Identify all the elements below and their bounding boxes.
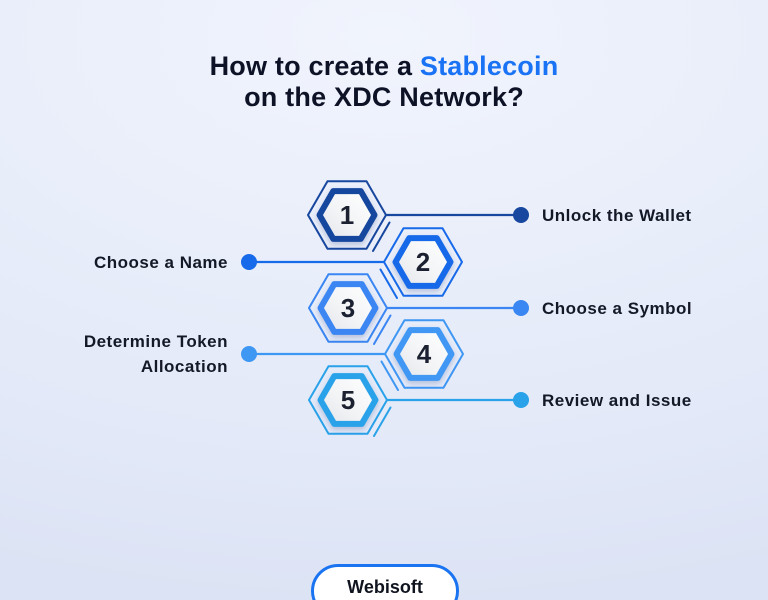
step-2-hexagon-body [392, 235, 454, 289]
step-5-hexagon: 5 [308, 365, 529, 437]
step-4-number: 4 [417, 339, 432, 369]
step-4-hexagon: 4 [241, 319, 464, 391]
step-5-dot [513, 392, 529, 408]
webisoft-brand-label: Webisoft [347, 577, 423, 597]
title-line2: on the XDC Network? [244, 82, 524, 112]
page-title: How to create a Stablecoin on the XDC Ne… [0, 51, 768, 113]
title-line1-prefix: How to create a [209, 51, 420, 81]
step-5-number: 5 [341, 385, 355, 415]
step-2-number: 2 [416, 247, 430, 277]
step-2-hexagon: 2 [241, 227, 463, 299]
title-line1-accent: Stablecoin [419, 51, 559, 81]
step-2-accent-arc [379, 268, 398, 299]
step-5-accent-arc [373, 406, 392, 437]
step-2-hexagon-outline [383, 227, 463, 297]
step-4-hexagon-outline [384, 319, 464, 389]
step-1-dot [513, 207, 529, 223]
step-4-dot [241, 346, 257, 362]
step-3-label: Choose a Symbol [542, 299, 693, 318]
step-3-hexagon-body [317, 281, 379, 335]
step-3-dot [513, 300, 529, 316]
step-3-accent-arc [373, 314, 392, 345]
step-5-label: Review and Issue [542, 391, 692, 410]
step-1-hexagon-outline [307, 180, 387, 250]
step-4-label: Determine Token Allocation [83, 332, 228, 376]
step-4-accent-arc [380, 360, 399, 391]
webisoft-badge: Webisoft [311, 564, 459, 600]
step-5-hexagon-outline [308, 365, 388, 435]
step-3-number: 3 [341, 293, 355, 323]
step-5-hexagon-body [317, 373, 379, 427]
step-1-label: Unlock the Wallet [542, 206, 692, 225]
step-1-hexagon-body [316, 188, 378, 242]
step-3-hexagon: 3 [308, 273, 529, 345]
step-3-hexagon-outline [308, 273, 388, 343]
step-1-hexagon: 1 [307, 180, 529, 252]
step-2-label: Choose a Name [93, 253, 228, 272]
step-4-hexagon-body [393, 327, 455, 381]
step-1-number: 1 [340, 200, 354, 230]
step-1-accent-arc [372, 221, 391, 252]
step-2-dot [241, 254, 257, 270]
